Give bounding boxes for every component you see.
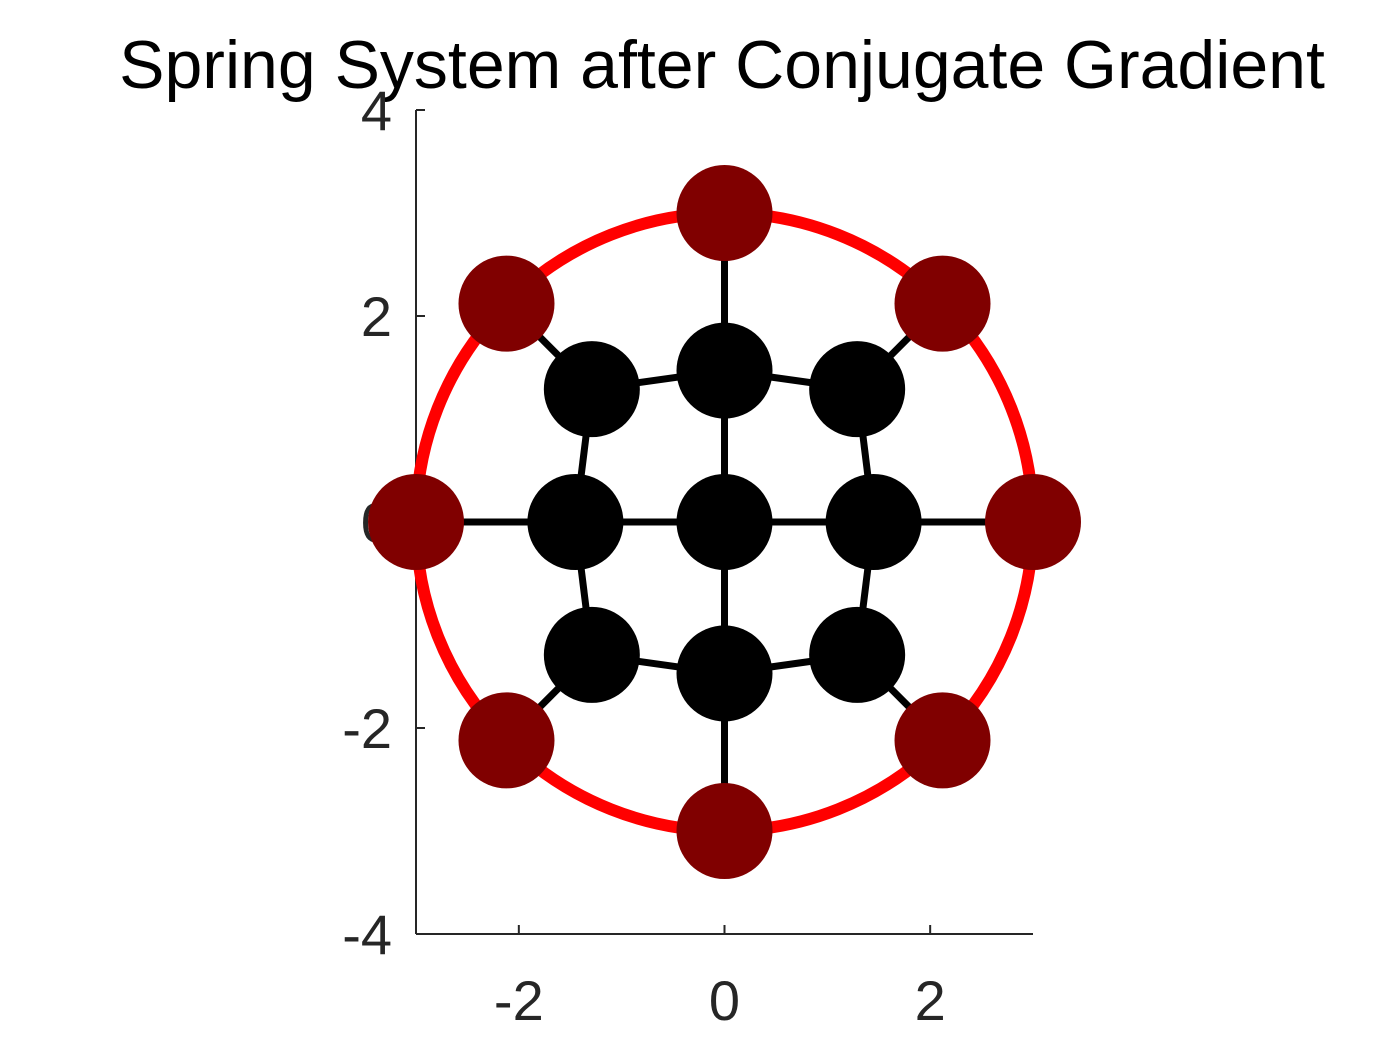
- nodes-layer: [368, 165, 1081, 879]
- free-node: [527, 474, 624, 570]
- free-node: [809, 606, 906, 703]
- x-tick-label: 0: [709, 969, 740, 1032]
- fixed-node: [458, 255, 555, 352]
- free-node: [543, 341, 640, 438]
- fixed-node: [894, 692, 991, 789]
- fixed-node: [985, 474, 1081, 570]
- fixed-node: [458, 692, 555, 789]
- y-tick-label: 4: [361, 79, 392, 142]
- y-tick-label: 2: [361, 285, 392, 348]
- chart-title: Spring System after Conjugate Gradient: [119, 27, 1325, 103]
- x-tick-label: 2: [915, 969, 946, 1032]
- fixed-node: [368, 474, 464, 570]
- free-node: [676, 322, 773, 419]
- fixed-node: [894, 255, 991, 352]
- y-tick-label: -2: [342, 697, 392, 760]
- free-node: [676, 625, 773, 722]
- y-tick-label: -4: [342, 903, 392, 966]
- x-tick-label: -2: [494, 969, 544, 1032]
- free-node: [809, 341, 906, 438]
- fixed-node: [676, 165, 773, 261]
- free-node: [676, 474, 773, 570]
- free-node: [825, 474, 922, 570]
- fixed-node: [676, 783, 773, 879]
- free-node: [543, 606, 640, 703]
